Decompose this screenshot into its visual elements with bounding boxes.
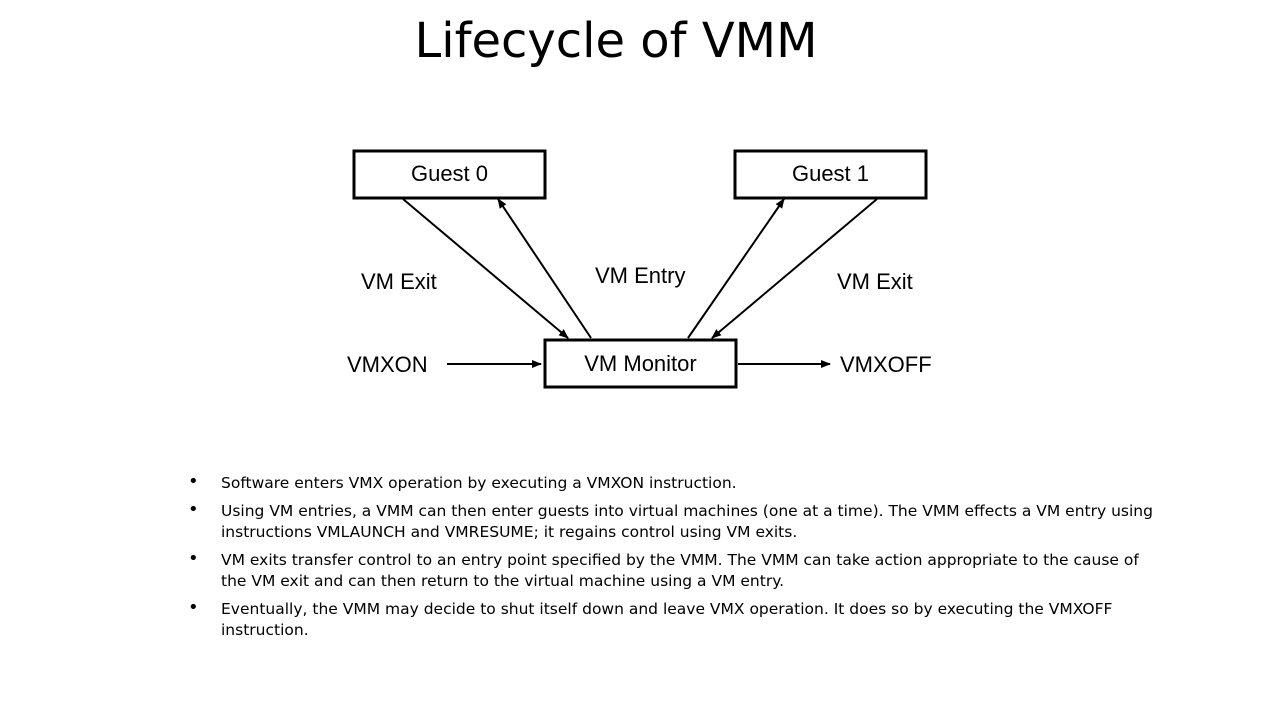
vm-exit-label-left: VM Exit [361, 269, 437, 294]
bullet-item: Software enters VMX operation by executi… [186, 471, 1166, 494]
vm-exit-label-right: VM Exit [837, 269, 913, 294]
guest-0-label: Guest 0 [411, 161, 488, 186]
bullet-item: Eventually, the VMM may decide to shut i… [186, 597, 1166, 641]
vm-monitor-label: VM Monitor [584, 351, 696, 376]
guest-1-label: Guest 1 [792, 161, 869, 186]
slide-title: Lifecycle of VMM [414, 13, 818, 69]
guest-1-box [733, 149, 928, 200]
vmxon-label: VMXON [347, 352, 428, 377]
vm-exit-arrow-right [711, 198, 878, 339]
vm-monitor-node: VM Monitor [543, 338, 738, 389]
bullet-item: VM exits transfer control to an entry po… [186, 548, 1166, 592]
guest-1-node: Guest 1 [733, 149, 928, 200]
vm-entry-label: VM Entry [595, 263, 685, 288]
guest-0-node: Guest 0 [352, 149, 547, 200]
vm-monitor-box [543, 338, 738, 389]
bullet-item: Using VM entries, a VMM can then enter g… [186, 499, 1166, 543]
bullet-list: Software enters VMX operation by executi… [186, 471, 1166, 648]
vm-entry-arrow-right [687, 198, 785, 339]
vm-exit-arrow-left [402, 198, 569, 339]
guest-0-box [352, 149, 547, 200]
vmxoff-label: VMXOFF [840, 352, 932, 377]
vm-entry-arrow-left [497, 198, 592, 339]
